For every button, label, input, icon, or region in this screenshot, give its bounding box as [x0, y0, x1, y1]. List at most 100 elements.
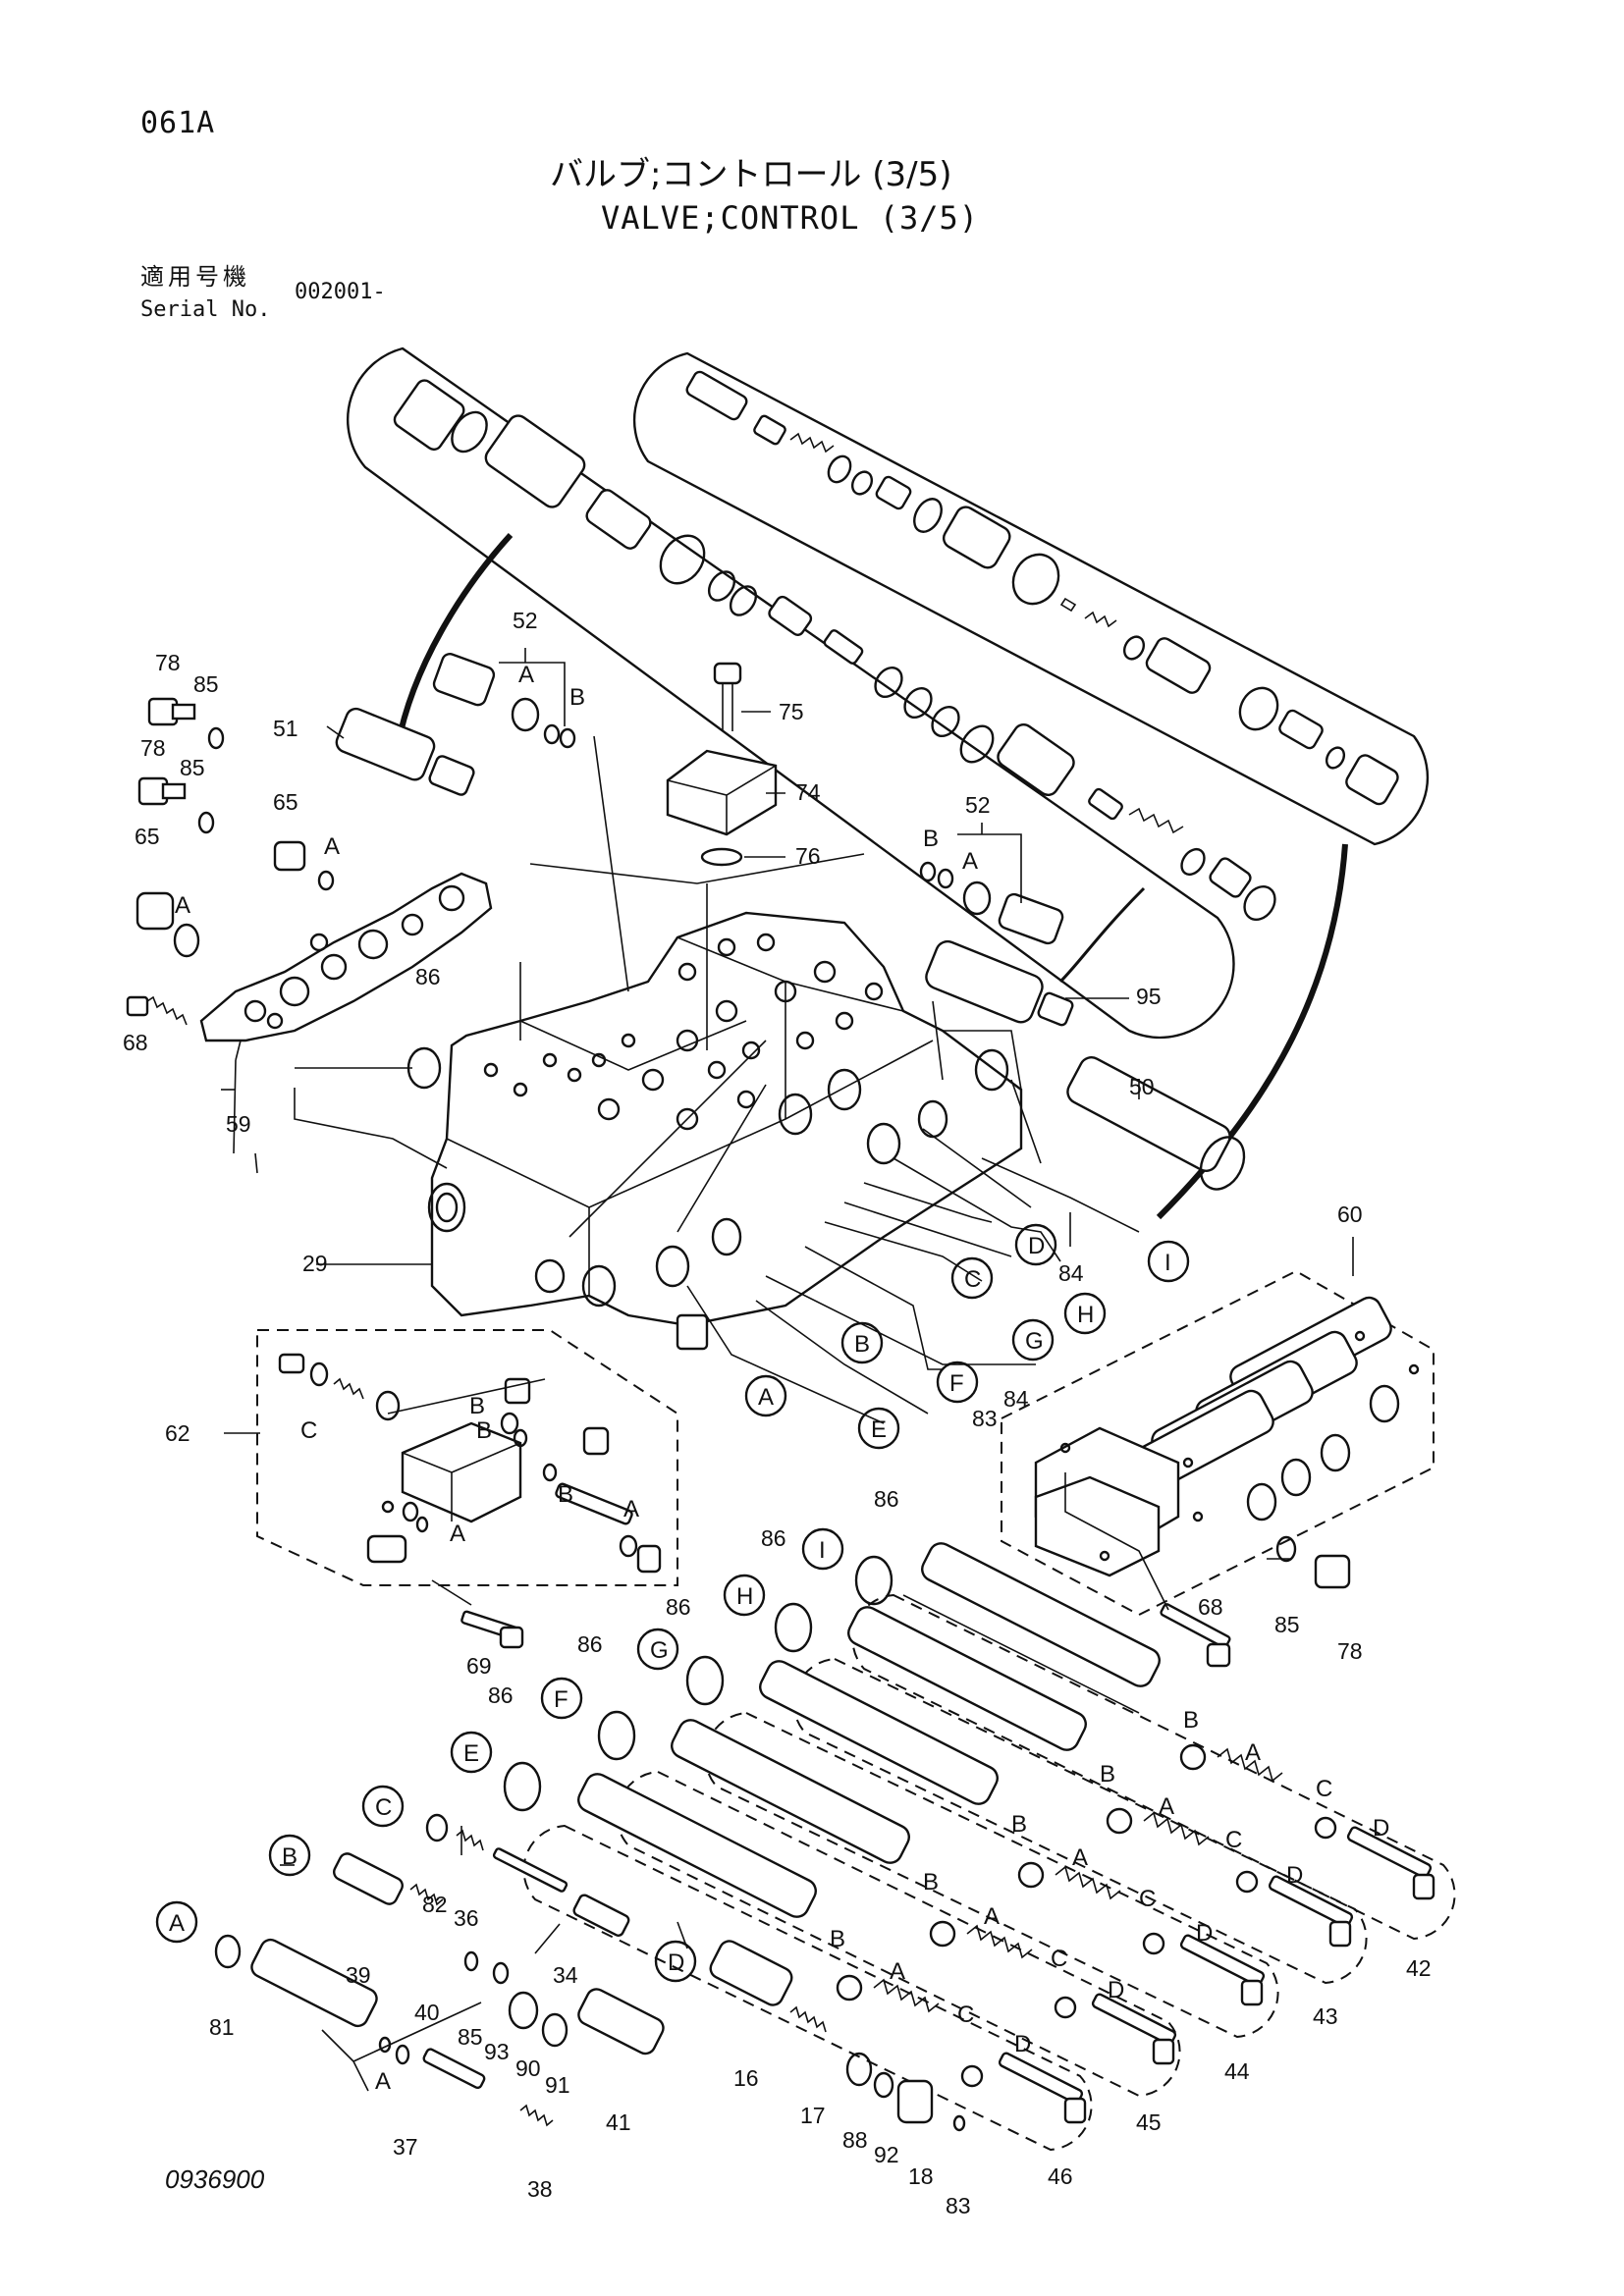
letter-A-62: A: [450, 1521, 465, 1547]
letter-H-callout: H: [1077, 1302, 1094, 1328]
valve-body-29: [427, 911, 1023, 1351]
callout-78b: 78: [140, 735, 166, 761]
flange-59: [199, 872, 493, 1042]
title-english: VALVE;CONTROL (3/5): [601, 199, 980, 237]
callout-51: 51: [273, 716, 298, 741]
letter-A-42: A: [1245, 1739, 1261, 1766]
callout-95: 95: [1136, 984, 1162, 1009]
callout-60: 60: [1337, 1201, 1363, 1227]
letter-B-43: B: [1100, 1761, 1115, 1788]
letter-D-42: D: [1373, 1815, 1389, 1842]
letter-G-callout-lower: G: [650, 1637, 669, 1664]
letter-H-callout-lower: H: [736, 1583, 753, 1610]
callout-81: 81: [209, 2014, 235, 2040]
letter-G-callout: G: [1025, 1328, 1044, 1355]
callout-83b: 83: [946, 2193, 971, 2218]
callout-91: 91: [545, 2072, 570, 2098]
letter-C-42: C: [1316, 1776, 1332, 1802]
document-number: 0936900: [165, 2164, 265, 2194]
part-52-lower: [919, 861, 1064, 945]
letter-B-52: B: [569, 684, 585, 711]
letter-A-65b: A: [175, 892, 190, 919]
letter-B-62: B: [469, 1393, 485, 1419]
parts-81-39-82-36: [214, 1813, 484, 2028]
letter-A-44: A: [1072, 1844, 1088, 1871]
spool-detail-panel-left: [347, 347, 1276, 1040]
callout-38: 38: [527, 2176, 553, 2202]
letter-B-52b: B: [923, 826, 939, 852]
callout-45: 45: [1136, 2109, 1162, 2135]
callout-90: 90: [515, 2056, 541, 2081]
part-62-assembly: [256, 1329, 678, 1586]
part-50: [1066, 1056, 1246, 1191]
callout-39: 39: [346, 1962, 371, 1988]
letter-C-callout-lower: C: [375, 1794, 392, 1821]
serial-label-japanese: 適用号機: [140, 263, 250, 291]
letter-E-callout: E: [871, 1416, 887, 1443]
part-52-upper: [432, 653, 576, 749]
callout-86c: 86: [761, 1525, 786, 1551]
letter-A-37: A: [375, 2068, 391, 2095]
page-code: 061A: [140, 106, 216, 140]
callout-76: 76: [795, 843, 821, 869]
bolts-68-78-lower: [1160, 1535, 1351, 1668]
letter-B-callout: B: [854, 1331, 870, 1358]
leader-lines: [221, 648, 1354, 2092]
spool-assembly-42: [851, 1542, 1456, 1941]
callout-85b: 85: [180, 755, 205, 780]
letter-A-45: A: [984, 1903, 1000, 1930]
letter-I-callout: I: [1164, 1250, 1171, 1276]
parts-16-17-18-88-92-83: [709, 1940, 966, 2132]
callout-65b: 65: [273, 789, 298, 815]
letter-A-46: A: [890, 1958, 905, 1985]
letter-A-65: A: [324, 833, 340, 860]
callout-41: 41: [606, 2109, 631, 2135]
bolt-69: [460, 1610, 524, 1649]
callout-68: 68: [123, 1030, 148, 1055]
letter-A-52b: A: [962, 848, 978, 875]
callout-84b: 84: [1003, 1386, 1029, 1412]
letter-C-45: C: [1051, 1946, 1067, 1972]
callout-59: 59: [226, 1111, 251, 1137]
callout-18: 18: [908, 2163, 934, 2189]
callout-69: 69: [466, 1653, 492, 1679]
letter-I-callout-lower: I: [819, 1537, 826, 1564]
callout-86b: 86: [874, 1486, 899, 1512]
callout-78c: 78: [1337, 1638, 1363, 1664]
callout-84: 84: [1058, 1260, 1084, 1286]
callout-78: 78: [155, 650, 181, 675]
letter-B-44: B: [1011, 1811, 1027, 1838]
parts-34-37-38-40-41: [378, 1847, 665, 2127]
callout-46: 46: [1048, 2163, 1073, 2189]
callout-42: 42: [1406, 1955, 1432, 1981]
callout-37: 37: [393, 2134, 418, 2160]
callout-74: 74: [795, 779, 821, 805]
callout-82: 82: [422, 1892, 448, 1917]
letter-B-62c: B: [558, 1481, 573, 1508]
callout-52b: 52: [965, 792, 991, 818]
part-51: [335, 707, 475, 796]
letter-B-42: B: [1183, 1707, 1199, 1734]
spool-assembly-44: [704, 1660, 1279, 2039]
callout-44: 44: [1224, 2058, 1250, 2084]
part-95: [925, 939, 1074, 1027]
callout-86: 86: [415, 964, 441, 989]
callout-17: 17: [800, 2103, 826, 2128]
letter-A-62b: A: [623, 1496, 639, 1522]
letter-D-callout: D: [1028, 1233, 1045, 1259]
letter-A-callout-lower: A: [169, 1910, 185, 1937]
letter-B-45: B: [923, 1869, 939, 1896]
letter-D-43: D: [1286, 1862, 1303, 1889]
letter-C-43: C: [1225, 1827, 1242, 1853]
letter-B-callout-lower: B: [282, 1843, 298, 1870]
spool-assembly-43: [792, 1606, 1368, 1985]
callout-50: 50: [1129, 1074, 1155, 1099]
letter-A-callout: A: [758, 1384, 774, 1411]
letter-E-callout-lower: E: [463, 1740, 479, 1767]
callout-83: 83: [972, 1406, 998, 1431]
letter-D-44: D: [1196, 1920, 1213, 1947]
callout-85c: 85: [1274, 1612, 1300, 1637]
letter-D-46: D: [1014, 2031, 1031, 2057]
letter-C-62: C: [300, 1417, 317, 1444]
part-75-74-76: [666, 662, 778, 867]
